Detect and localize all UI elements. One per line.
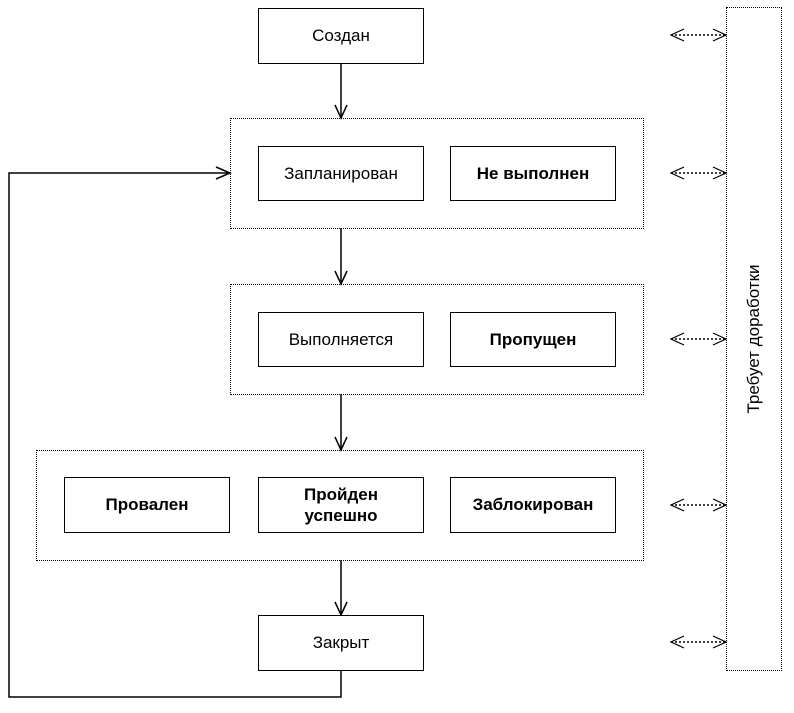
state-closed: Закрыт (258, 615, 424, 671)
state-failed: Провален (64, 477, 230, 533)
state-blocked: Заблокирован (450, 477, 616, 533)
state-planned: Запланирован (258, 146, 424, 201)
arrow-created-to-planned (334, 63, 348, 120)
state-skipped: Пропущен (450, 312, 616, 367)
group-in-progress (230, 284, 644, 395)
group-results (36, 450, 644, 561)
arrow-group3-to-closed (334, 560, 348, 617)
needs-rework-column: Требует доработки (726, 7, 782, 671)
state-not-executed: Не выполнен (450, 146, 616, 201)
state-created: Создан (258, 8, 424, 64)
group-planned (230, 118, 644, 229)
arrow-group2-to-group3 (334, 394, 348, 452)
needs-rework-label: Требует доработки (744, 264, 763, 414)
arrow-group1-to-group2 (334, 228, 348, 286)
state-in-progress: Выполняется (258, 312, 424, 367)
state-passed: Пройден успешно (258, 477, 424, 533)
